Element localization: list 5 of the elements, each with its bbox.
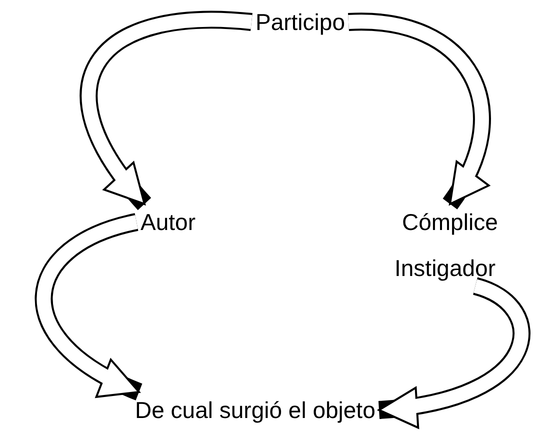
node-label: Participo — [256, 8, 345, 36]
node-label: Cómplice — [402, 208, 498, 236]
node-label: Autor — [140, 208, 196, 236]
node-label: De cual surgió el objeto — [135, 396, 376, 424]
node-label: Instigador — [394, 254, 496, 282]
